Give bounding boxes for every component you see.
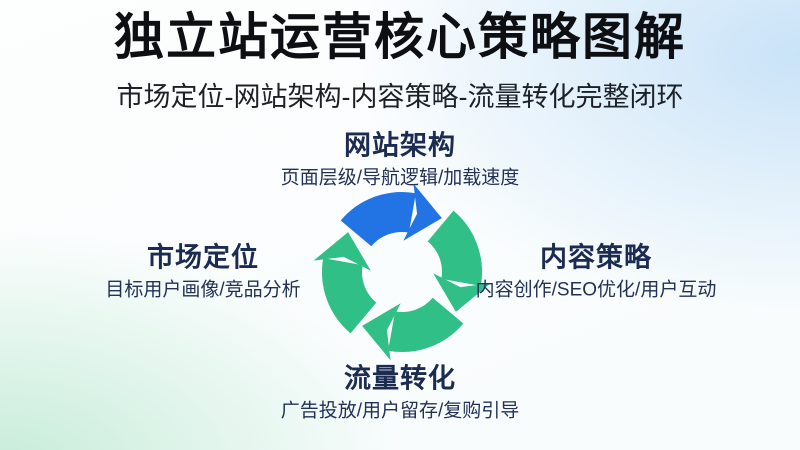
cycle-arrow-right-green xyxy=(426,210,491,312)
node-title: 网站架构 xyxy=(344,130,456,161)
node-description: 广告投放/用户留存/复购引导 xyxy=(280,400,520,422)
node-market-positioning: 市场定位 目标用户画像/竞品分析 xyxy=(105,243,300,302)
node-description: 目标用户画像/竞品分析 xyxy=(105,279,301,301)
cycle-arrows-diagram xyxy=(313,183,491,361)
node-website-architecture: 网站架构 页面层级/导航逻辑/加载速度 xyxy=(281,131,520,190)
page-title: 独立站运营核心策略图解 xyxy=(114,9,686,65)
node-title: 内容策略 xyxy=(540,242,652,273)
node-description: 页面层级/导航逻辑/加载速度 xyxy=(280,167,520,189)
cycle-arrow-top-left-blue xyxy=(340,183,442,248)
node-traffic-conversion: 流量转化 广告投放/用户留存/复购引导 xyxy=(281,364,520,423)
cycle-arrow-left-green xyxy=(313,232,378,334)
node-content-strategy: 内容策略 内容创作/SEO优化/用户互动 xyxy=(476,243,717,302)
node-description: 内容创作/SEO优化/用户互动 xyxy=(475,279,717,301)
node-title: 市场定位 xyxy=(147,242,259,273)
cycle-arrow-bottom-green xyxy=(362,296,464,361)
node-title: 流量转化 xyxy=(344,363,456,394)
page-subtitle: 市场定位-网站架构-内容策略-流量转化完整闭环 xyxy=(116,82,684,112)
